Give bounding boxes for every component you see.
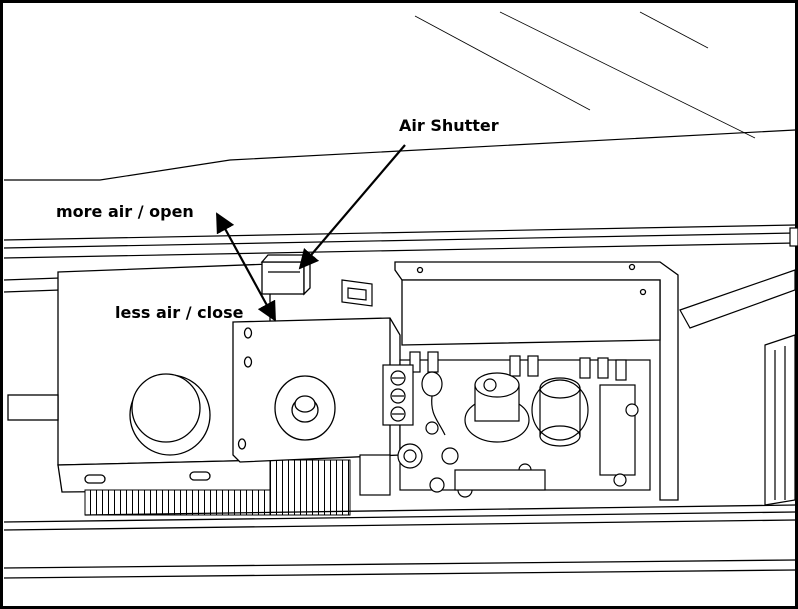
ceiling-panel bbox=[3, 129, 796, 293]
air-shutter-arrow bbox=[298, 144, 406, 270]
less-air-label: less air / close bbox=[115, 303, 244, 322]
callout-arrows bbox=[216, 144, 406, 322]
right-trim bbox=[679, 227, 798, 506]
glass-reflection-lines bbox=[414, 11, 756, 139]
air-shutter-label: Air Shutter bbox=[399, 116, 499, 135]
heatsink-fins-left bbox=[84, 489, 276, 516]
left-knob bbox=[129, 373, 211, 456]
open-close-arrow bbox=[216, 212, 276, 322]
valve-frame bbox=[394, 261, 679, 501]
valve-teeth bbox=[409, 351, 627, 381]
air-shutter-block bbox=[260, 253, 312, 296]
heatsink-fins-center bbox=[269, 459, 351, 516]
center-knob bbox=[274, 375, 336, 441]
more-air-label: more air / open bbox=[56, 202, 194, 221]
lower-tray bbox=[3, 504, 796, 579]
bracket bbox=[341, 279, 373, 307]
valve-body bbox=[359, 351, 651, 498]
